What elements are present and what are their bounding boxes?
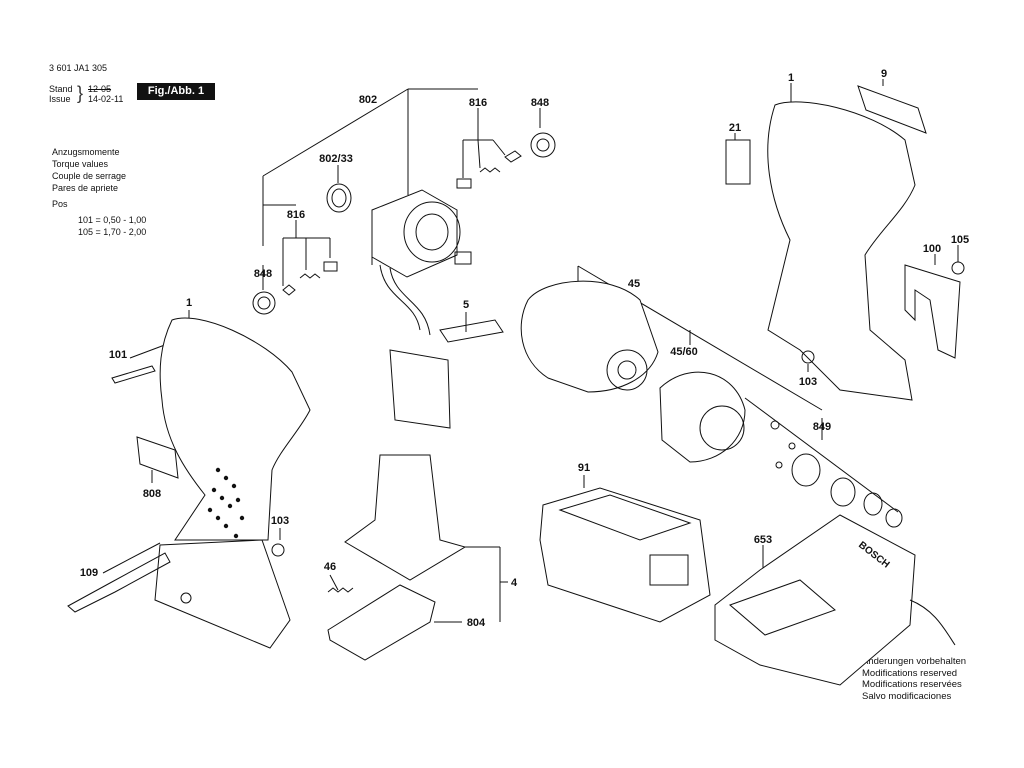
chuck-parts-849 [770, 420, 903, 528]
part-label-1-left: 1 [186, 297, 192, 309]
part-label-802-33: 802/33 [319, 153, 353, 165]
spring-816-top [479, 167, 501, 173]
housing-left [67, 317, 311, 649]
part-label-9: 9 [881, 68, 887, 80]
label-plate-21 [725, 139, 751, 185]
document-number: 3 601 JA1 305 [49, 63, 108, 73]
stand-old-date: 12-05 [88, 84, 112, 94]
part-label-4: 4 [511, 577, 518, 589]
part-label-45: 45 [628, 278, 640, 290]
part-label-100: 100 [923, 243, 941, 255]
spring-816-left [299, 273, 321, 279]
modifications-en: Modifications reserved [862, 667, 958, 679]
base-plate [344, 454, 467, 581]
figure-badge: Fig./Abb. 1 [137, 83, 215, 100]
ring-802-33 [326, 183, 352, 213]
brush-816-top [456, 178, 472, 189]
torque-title-en: Torque values [52, 159, 109, 169]
part-label-653: 653 [754, 534, 772, 546]
part-label-1-top: 1 [788, 72, 794, 84]
brush-816-left [323, 261, 338, 272]
modifications-de: Änderungen vorbehalten [862, 656, 967, 667]
part-label-804: 804 [467, 617, 486, 629]
holder-816-top [504, 150, 522, 163]
gear-housing-45 [520, 280, 746, 463]
part-label-816-top: 816 [469, 97, 487, 109]
issue-label: Issue [49, 94, 71, 104]
part-label-103-right: 103 [799, 376, 817, 388]
part-label-802: 802 [359, 94, 377, 106]
bearing-848-top [530, 132, 556, 158]
part-label-816-left: 816 [287, 209, 305, 221]
torque-title-es: Pares de apriete [52, 183, 119, 193]
switch-assembly [327, 319, 504, 661]
torque-values-block: Anzugsmomente Torque values Couple de se… [52, 146, 146, 238]
label-plate-9 [857, 85, 927, 134]
cover-804 [327, 584, 436, 661]
charger-653 [714, 514, 956, 686]
stand-label: Stand [49, 84, 73, 94]
torque-title-de: Anzugsmomente [52, 147, 120, 157]
holder-816-left [282, 284, 296, 296]
clip-100 [904, 264, 961, 359]
part-5 [439, 319, 504, 343]
part-label-103-left: 103 [271, 515, 289, 527]
spring-46 [327, 587, 354, 593]
part-label-849: 849 [813, 421, 831, 433]
part-label-808: 808 [143, 488, 161, 500]
modifications-fr: Modifications reservées [862, 679, 962, 690]
part-label-5: 5 [463, 299, 469, 311]
torque-title-fr: Couple de serrage [52, 171, 127, 181]
part-label-105: 105 [951, 234, 969, 246]
modifications-es: Salvo modificaciones [862, 690, 952, 702]
part-label-46: 46 [324, 561, 336, 573]
brace-icon: } [77, 83, 84, 103]
part-label-109: 109 [80, 567, 98, 579]
screw-103-right [801, 350, 815, 364]
screw-101 [111, 365, 156, 384]
torque-pos-label: Pos [52, 199, 68, 209]
switch [389, 349, 451, 429]
modifications-note: Änderungen vorbehalten Modifications res… [862, 656, 966, 702]
part-label-848-left: 848 [254, 268, 272, 280]
screw-103-left [271, 543, 285, 557]
small-parts-top [252, 132, 556, 315]
battery-91 [539, 487, 711, 623]
motor-802 [371, 189, 472, 336]
bit-109 [67, 552, 171, 613]
part-label-101: 101 [109, 349, 127, 361]
housing-right [767, 101, 965, 401]
torque-value-105: 105 = 1,70 - 2,00 [78, 227, 147, 237]
part-label-21: 21 [729, 122, 741, 134]
label-plate-808 [136, 436, 179, 479]
bearing-848-left [252, 291, 276, 315]
torque-value-101: 101 = 0,50 - 1,00 [78, 215, 147, 225]
part-label-91: 91 [578, 462, 590, 474]
part-label-45-60: 45/60 [670, 346, 698, 358]
screw-105 [951, 261, 965, 275]
part-label-848-top: 848 [531, 97, 549, 109]
issue-date: 14-02-11 [88, 94, 124, 104]
label-plates [136, 85, 927, 479]
